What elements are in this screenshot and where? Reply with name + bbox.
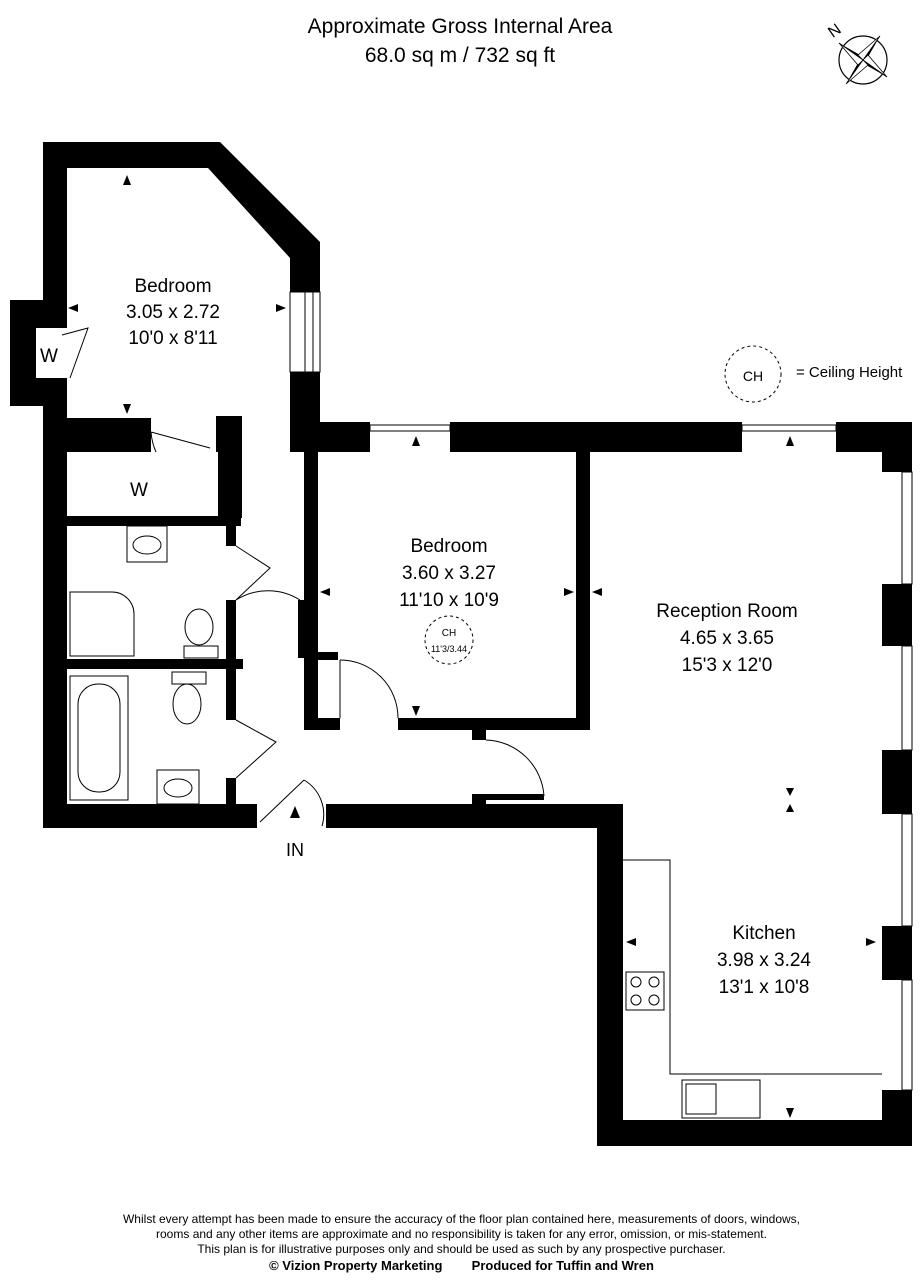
room-name: Kitchen — [732, 923, 795, 944]
room-imperial: 10'0 x 8'11 — [128, 328, 217, 349]
credits: © Vizion Property Marketing Produced for… — [0, 1257, 923, 1274]
disclaimer-line: rooms and any other items are approximat… — [156, 1227, 767, 1241]
disclaimer-line: Whilst every attempt has been made to en… — [122, 1212, 801, 1226]
compass-rose-icon — [838, 35, 888, 85]
kitchen-fixtures — [623, 859, 882, 1119]
legend-symbol: CH — [743, 368, 763, 384]
room-metric: 3.60 x 3.27 — [402, 563, 496, 584]
compass-north-label: N — [825, 21, 844, 42]
copyright-text: © Vizion Property Marketing — [269, 1258, 443, 1273]
area-value: 68.0 sq m / 732 sq ft — [365, 44, 555, 67]
room-metric: 3.98 x 3.24 — [717, 950, 811, 971]
dimension-arrows — [68, 175, 876, 1118]
wardrobe-label: W — [40, 346, 58, 367]
room-imperial: 13'1 x 10'8 — [719, 977, 810, 998]
room-name: Bedroom — [410, 536, 487, 557]
room-imperial: 11'10 x 10'9 — [399, 590, 499, 611]
disclaimer-line: This plan is for illustrative purposes o… — [197, 1242, 726, 1256]
walls — [10, 142, 912, 1146]
ceiling-height-legend-icon — [724, 345, 782, 403]
floor-plan: Approximate Gross Internal Area 68.0 sq … — [10, 15, 913, 1146]
room-metric: 4.65 x 3.65 — [680, 628, 774, 649]
produced-for-text: Produced for Tuffin and Wren — [471, 1258, 654, 1273]
room-metric: 3.05 x 2.72 — [126, 302, 220, 323]
ceiling-marker-symbol: CH — [442, 628, 456, 639]
room-name: Reception Room — [656, 601, 798, 622]
area-title: Approximate Gross Internal Area — [308, 15, 613, 38]
disclaimer: Whilst every attempt has been made to en… — [0, 1212, 923, 1274]
room-imperial: 15'3 x 12'0 — [682, 655, 773, 676]
entrance-label: IN — [286, 840, 304, 860]
ceiling-height-icon — [424, 615, 474, 665]
ceiling-marker-value: 11'3/3.44 — [431, 644, 467, 654]
legend-text: = Ceiling Height — [796, 364, 903, 381]
wardrobe-label: W — [130, 480, 148, 501]
room-name: Bedroom — [134, 276, 211, 297]
bathroom-fixtures — [69, 525, 219, 805]
